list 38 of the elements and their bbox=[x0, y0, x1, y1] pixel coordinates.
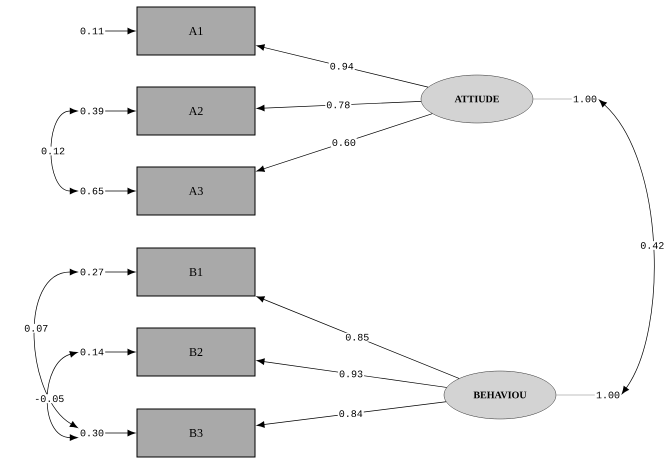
edge-label: 0.60 bbox=[330, 138, 357, 147]
observed-variable-box: A3 bbox=[136, 166, 256, 216]
arrow bbox=[104, 348, 136, 356]
arrow bbox=[104, 108, 136, 114]
observed-variable-box: B1 bbox=[136, 248, 256, 296]
edge-label: 0.94 bbox=[328, 62, 355, 71]
covariance-arrow bbox=[50, 108, 78, 194]
variance-label: 1.00 bbox=[595, 390, 621, 400]
edge-label: 0.12 bbox=[40, 146, 66, 156]
error-variance-label: 0.14 bbox=[79, 348, 105, 356]
arrow bbox=[256, 296, 460, 379]
edge-label: 0.78 bbox=[325, 100, 352, 110]
covariance-arrow bbox=[34, 268, 78, 428]
arrow bbox=[104, 28, 136, 34]
edge-label: 0.07 bbox=[23, 324, 50, 333]
covariance-arrow bbox=[598, 100, 655, 394]
edge-label: -0.05 bbox=[33, 394, 66, 404]
arrow bbox=[104, 188, 136, 194]
covariance-arrow bbox=[46, 351, 78, 441]
edge-label: 0.85 bbox=[344, 332, 370, 342]
error-variance-label: 0.27 bbox=[79, 268, 105, 276]
variance-label: 1.00 bbox=[572, 94, 598, 104]
connector-line bbox=[556, 394, 596, 396]
error-variance-label: 0.30 bbox=[79, 428, 105, 438]
observed-variable-box: B2 bbox=[136, 328, 256, 376]
edge-label: 0.42 bbox=[639, 241, 666, 250]
error-variance-label: 0.65 bbox=[79, 186, 105, 196]
connector-line bbox=[532, 98, 572, 100]
edge-label: 0.84 bbox=[338, 409, 364, 418]
observed-variable-box: A2 bbox=[136, 86, 256, 136]
observed-variable-box: A1 bbox=[136, 6, 256, 56]
arrow bbox=[104, 430, 136, 436]
observed-variable-box: B3 bbox=[136, 408, 256, 458]
arrow bbox=[256, 401, 446, 428]
error-variance-label: 0.11 bbox=[79, 26, 105, 36]
error-variance-label: 0.39 bbox=[79, 106, 105, 116]
edge-label: 0.93 bbox=[338, 370, 364, 378]
arrow bbox=[104, 268, 136, 276]
